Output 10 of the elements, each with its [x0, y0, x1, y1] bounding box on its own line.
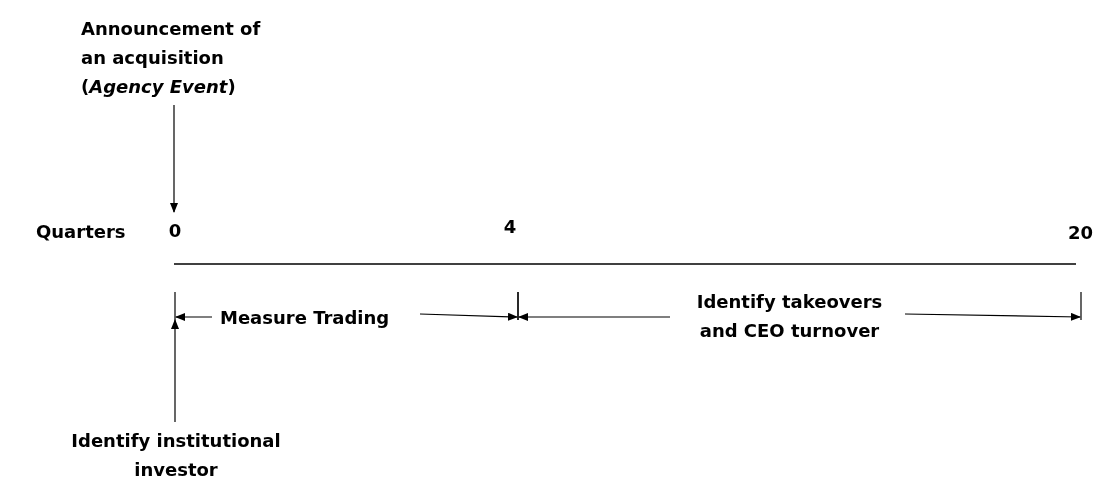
- tick-label: 0: [164, 216, 186, 245]
- span-label: Identify takeovers and CEO turnover: [695, 290, 884, 343]
- tick-label: 20: [1068, 221, 1094, 245]
- event-label: Identify institutional investor: [36, 426, 316, 484]
- event-label: Announcement of an acquisition (Agency Event): [81, 14, 281, 101]
- arrow: [170, 104, 178, 213]
- axis-title: Quarters: [36, 220, 126, 244]
- arrow: [171, 319, 179, 423]
- tick-label: 4: [502, 215, 518, 239]
- span-label: Measure Trading: [220, 306, 390, 330]
